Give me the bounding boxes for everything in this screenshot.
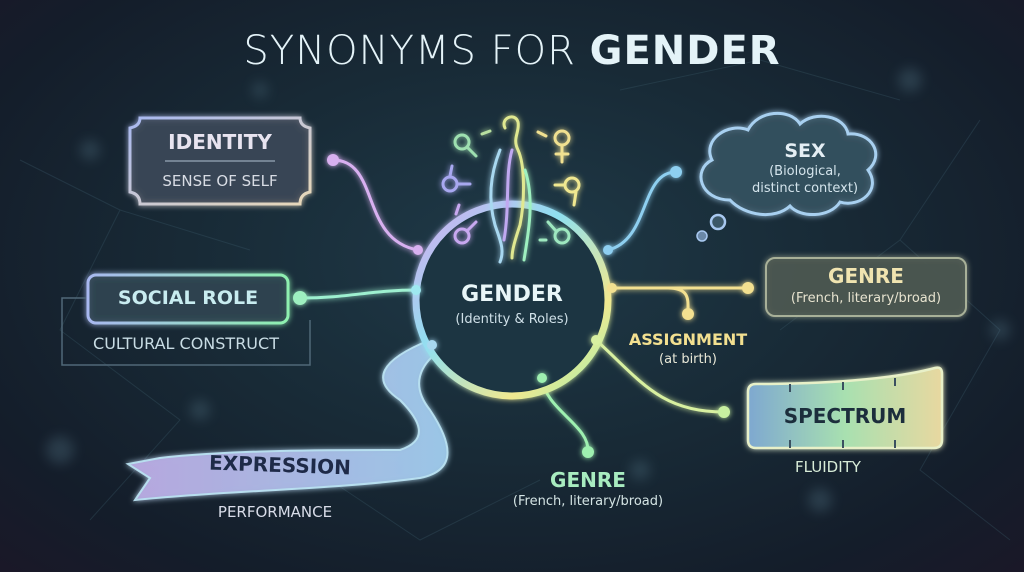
identity-label: IDENTITY (168, 130, 272, 154)
gender-symbols-icon (441, 115, 581, 264)
sex-sublabel-1: (Biological, (769, 164, 841, 179)
spectrum-label: SPECTRUM (783, 404, 907, 428)
center-sublabel: (Identity & Roles) (455, 312, 569, 327)
title-light: SYNONYMS FOR (243, 28, 590, 74)
center-label: GENDER (461, 282, 563, 307)
genre-bottom-label: GENRE (550, 468, 626, 492)
assignment-label: ASSIGNMENT (628, 330, 748, 349)
social-role-sublabel: CULTURAL CONSTRUCT (93, 334, 279, 353)
assignment-sublabel: (at birth) (659, 352, 717, 367)
spectrum-sublabel: FLUIDITY (795, 458, 861, 476)
genre-right-sublabel: (French, literary/broad) (790, 291, 942, 306)
expression-ribbon (125, 338, 449, 502)
spectrum-bar (746, 366, 944, 450)
sex-sublabel-2: distinct context) (751, 181, 859, 196)
sex-cloud (699, 111, 878, 217)
title-bold: GENDER (589, 28, 781, 74)
genre-right-label: GENRE (828, 264, 904, 288)
identity-sublabel: SENSE OF SELF (162, 172, 278, 190)
expression-sublabel: PERFORMANCE (217, 503, 333, 521)
sex-label: SEX (784, 140, 826, 162)
genre-bottom-sublabel: (French, literary/broad) (512, 494, 664, 509)
page-title: SYNONYMS FOR GENDER (0, 28, 1024, 74)
social-role-label: SOCIAL ROLE (117, 287, 259, 309)
